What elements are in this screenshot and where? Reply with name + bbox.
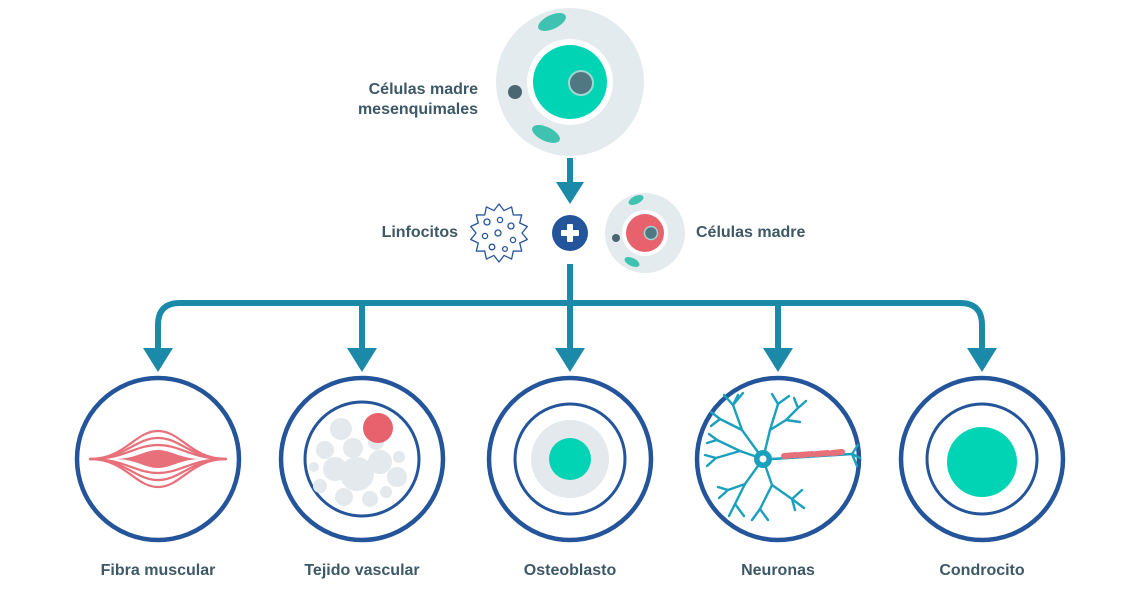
outcome-label-neuron: Neuronas [741,562,815,579]
branch-arrowheads [143,348,997,372]
outcome-label-osteoblast: Osteoblasto [523,562,617,579]
lymphocyte-icon [470,203,528,263]
arrow-down-icon [556,158,584,204]
arrowhead-chondrocyte [967,348,997,372]
arrowhead-vascular [347,348,377,372]
outcome-label-chondrocyte: Condrocito [939,562,1025,579]
chondrocyte-icon [947,427,1017,497]
osteoblast-icon [531,420,609,498]
outcome-label-muscle: Fibra muscular [100,562,216,579]
muscle-fiber-icon [88,429,228,489]
lymphocytes-label: Linfocitos [381,224,458,241]
source-label: Células madre mesenquimales [330,80,478,120]
source-label-line1: Células madre [368,81,478,98]
branch-connectors [155,264,985,355]
vascular-tissue-icon [309,413,407,507]
source-label-line2: mesenquimales [357,101,478,118]
neuron-icon [703,391,862,522]
plus-icon [552,215,588,251]
mesenchymal-stem-cell-icon [496,8,644,156]
stem-cell-label: Células madre [696,224,806,241]
outcome-label-vascular: Tejido vascular [304,562,420,579]
arrowhead-neuron [763,348,793,372]
arrowhead-osteoblast [555,348,585,372]
outcome-rings [74,375,1066,543]
stem-cell-icon [605,193,685,273]
arrowhead-muscle [143,348,173,372]
